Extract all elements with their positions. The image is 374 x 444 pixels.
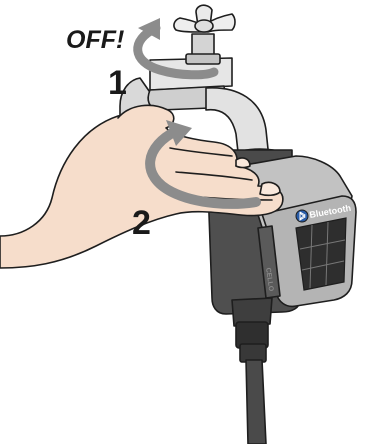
- bluetooth-icon: [296, 210, 308, 222]
- step-1-label: 1: [108, 64, 127, 102]
- step-2-label: 2: [132, 204, 151, 242]
- off-label: OFF!: [66, 26, 124, 54]
- solar-panel-icon: [296, 218, 346, 290]
